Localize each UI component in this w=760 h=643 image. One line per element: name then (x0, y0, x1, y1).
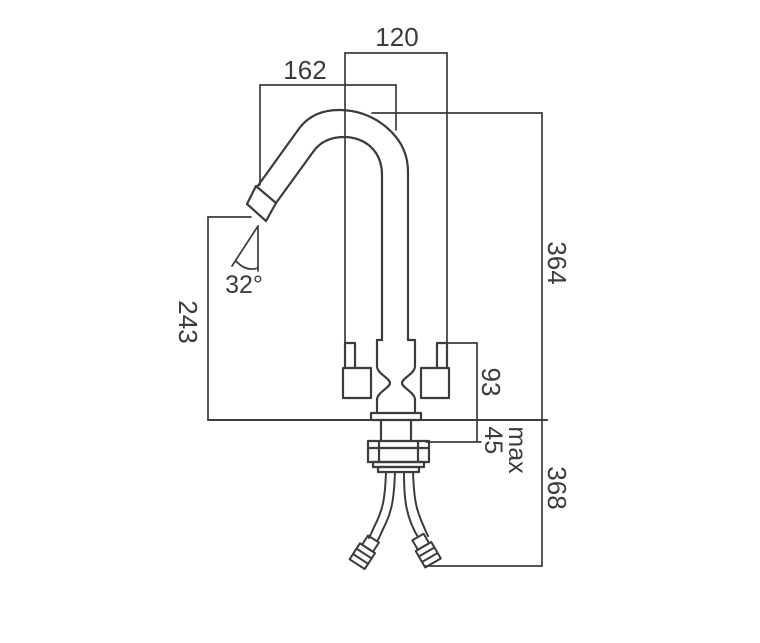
label-body-height: 93 (476, 367, 506, 397)
dim-120-handle-span (344, 52, 448, 344)
spout (245, 108, 410, 342)
washer-lower (376, 465, 421, 474)
label-spout-angle: 32° (225, 271, 263, 299)
spout-aerator-tip (245, 184, 278, 223)
label-max-word: max (503, 426, 531, 474)
left-handle (341, 366, 373, 400)
dim-32deg-spout-angle (231, 225, 259, 272)
spout-outer-curve (255, 108, 410, 342)
right-hose-connector (411, 532, 442, 569)
label-spout-reach: 162 (283, 55, 327, 85)
dim-364-368-height (371, 112, 543, 567)
nut-facets (366, 439, 431, 464)
handles (341, 341, 451, 400)
label-outlet-clearance: 243 (173, 300, 203, 344)
mounting-nut (366, 439, 431, 464)
mounting-hardware (366, 418, 431, 474)
threaded-shank (379, 418, 413, 443)
body-right-edge (400, 338, 417, 415)
label-handle-span: 120 (375, 22, 419, 52)
spout-inner-curve (274, 135, 384, 342)
right-handle (419, 366, 451, 400)
faucet-body (369, 338, 423, 422)
left-lever (343, 341, 357, 370)
left-hose-inner (377, 471, 396, 541)
right-hose-inner (403, 471, 419, 538)
angle-arc (235, 260, 259, 270)
left-hose-connector (348, 534, 380, 571)
label-max-counter-thickness: max 45 (479, 426, 531, 474)
base-flange (369, 411, 423, 422)
body-left-edge (375, 338, 392, 415)
dimension-lines (207, 52, 543, 567)
dim-162-spout-reach (259, 84, 397, 186)
left-hose (368, 471, 387, 539)
supply-hoses (348, 471, 442, 571)
label-max-value: 45 (479, 426, 507, 455)
dim-93-45-body (425, 342, 482, 443)
dim-243-outlet-clearance (207, 216, 252, 421)
label-below-counter-depth: 368 (542, 466, 572, 510)
label-spout-height: 364 (542, 241, 572, 285)
right-lever (435, 341, 449, 370)
right-hose (412, 471, 429, 537)
